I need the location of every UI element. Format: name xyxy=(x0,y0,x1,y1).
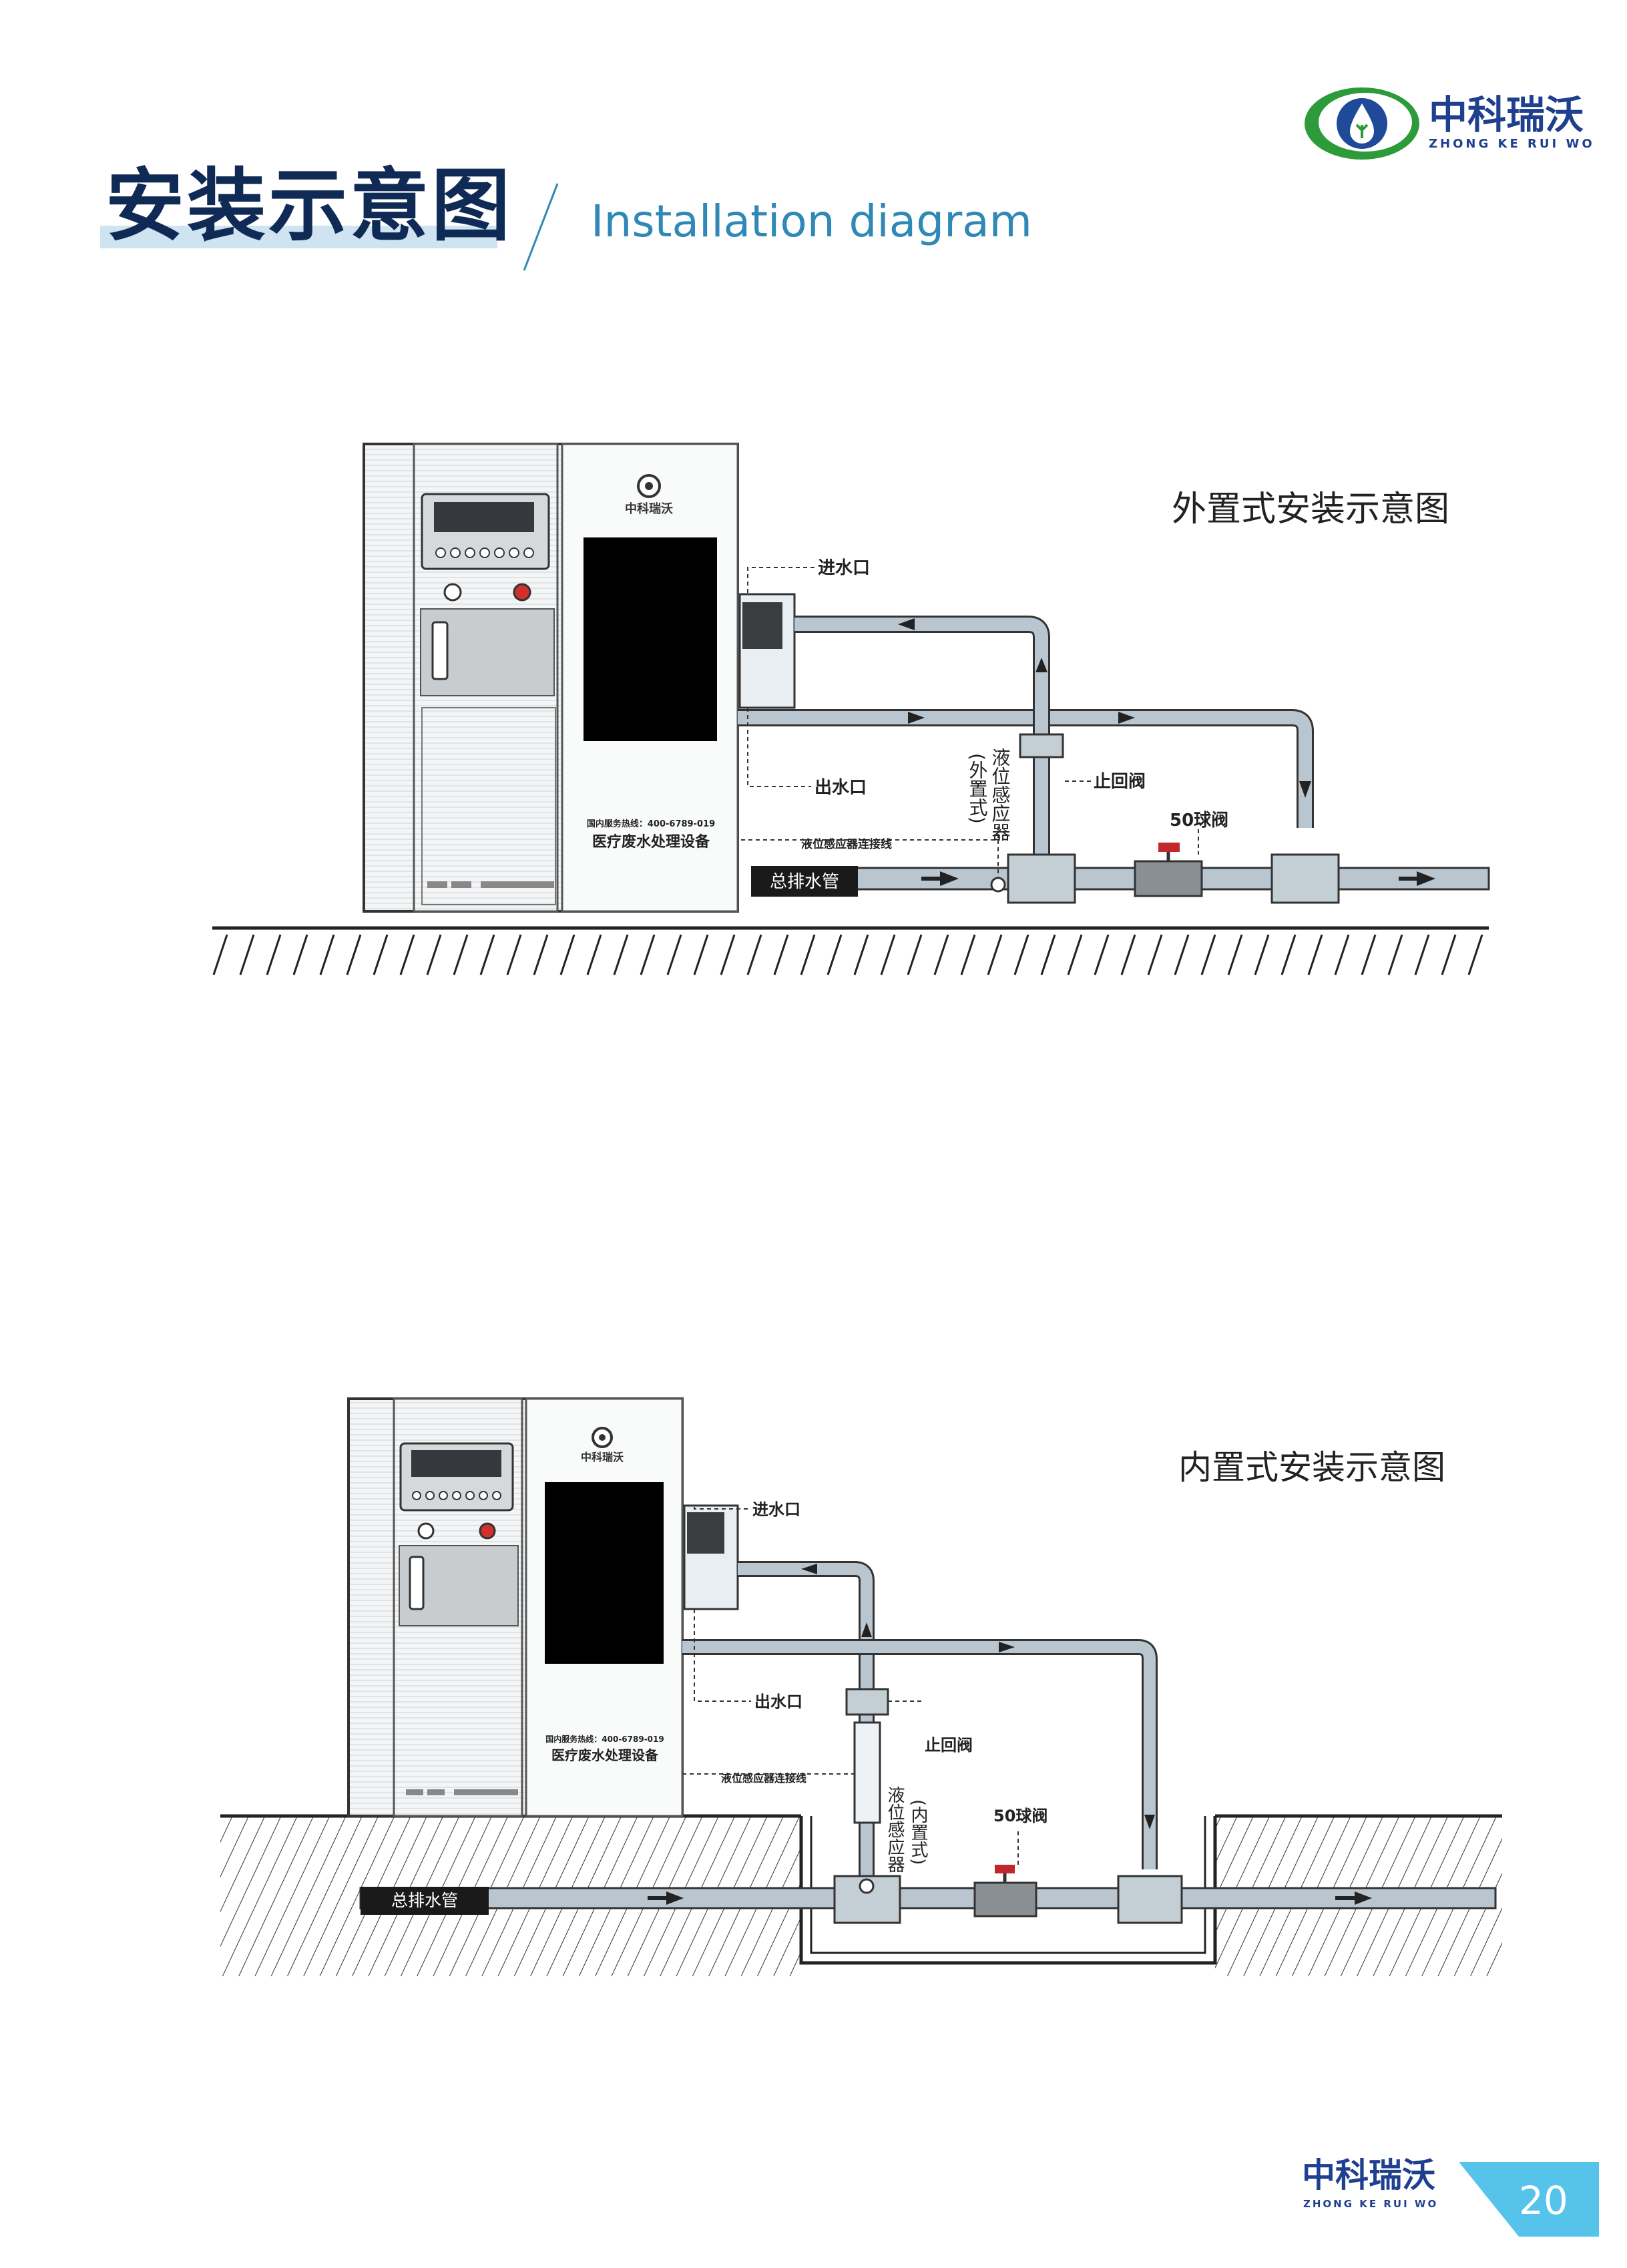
logo-drop-icon xyxy=(1305,87,1419,160)
level-sensor xyxy=(859,1878,875,1894)
arrow-up-icon xyxy=(861,1622,872,1637)
label-inlet: 进水口 xyxy=(752,1500,800,1519)
label-main-drain: 总排水管 xyxy=(391,1891,458,1910)
label-sensor-type: (外置式) xyxy=(967,753,989,824)
arrow-right-icon xyxy=(940,871,959,886)
arrow-right-icon xyxy=(999,1642,1015,1652)
pipes xyxy=(682,1561,1158,1883)
level-sensor-tube xyxy=(853,1721,881,1824)
tee-fitting-2 xyxy=(1270,853,1340,904)
arrow-right-icon xyxy=(666,1891,684,1905)
ball-valve-handle xyxy=(1158,843,1180,852)
label-sensor-cable: 液位感应器连接线 xyxy=(721,1772,806,1785)
page-number: 20 xyxy=(1519,2178,1568,2223)
level-sensor xyxy=(990,877,1006,893)
flow-arrows xyxy=(648,1564,1372,1905)
treatment-machine: 中科瑞沃 国内服务热线：400-6789-019 医疗废水处理设备 xyxy=(347,1397,684,1817)
arrow-down-icon xyxy=(1299,781,1311,798)
page-title: 安装示意图 xyxy=(105,160,513,252)
label-ball-valve: 50球阀 xyxy=(1170,811,1228,831)
footer-logo-subtext: ZHONG KE RUI WO xyxy=(1303,2198,1439,2210)
label-sensor: 液位感应器 xyxy=(989,748,1011,841)
machine-name: 医疗废水处理设备 xyxy=(592,833,710,851)
label-main-drain: 总排水管 xyxy=(770,872,839,892)
title-highlight-bar xyxy=(100,226,497,248)
logo-subtext: ZHONG KE RUI WO xyxy=(1429,137,1595,151)
machine-name: 医疗废水处理设备 xyxy=(551,1747,659,1763)
label-outlet: 出水口 xyxy=(815,778,867,798)
machine-brand: 中科瑞沃 xyxy=(581,1451,624,1463)
flow-arrows xyxy=(898,618,1435,886)
main-drain-tag xyxy=(751,866,858,897)
label-outlet: 出水口 xyxy=(754,1692,802,1711)
arrow-left-icon xyxy=(898,618,915,630)
pipes xyxy=(738,616,1490,891)
main-drain-pipe xyxy=(359,1887,1497,1909)
inlet-pump xyxy=(742,602,782,649)
ball-valve-handle xyxy=(995,1865,1015,1873)
label-sensor-cable: 液位感应器连接线 xyxy=(801,837,892,851)
main-drain-tag xyxy=(361,1887,489,1915)
arrow-right-icon xyxy=(1118,712,1135,724)
machine-hotline: 国内服务热线：400-6789-019 xyxy=(545,1734,664,1744)
arrow-left-icon xyxy=(801,1564,817,1574)
arrow-down-icon xyxy=(1144,1815,1155,1829)
label-ball-valve: 50球阀 xyxy=(993,1807,1048,1825)
leader-lines xyxy=(741,567,1199,878)
leader-lines xyxy=(682,1506,1019,1865)
inlet-pump xyxy=(687,1512,724,1554)
arrow-right-icon xyxy=(1355,1891,1372,1905)
label-sensor: 液位感应器 xyxy=(885,1786,905,1873)
machine-brand: 中科瑞沃 xyxy=(625,501,673,516)
ground-hatch xyxy=(212,934,1483,975)
page-subtitle: Installation diagram xyxy=(591,196,1032,247)
tee-fitting-2 xyxy=(1117,1875,1183,1924)
label-inlet: 进水口 xyxy=(818,558,870,578)
page-number-tab xyxy=(1459,2162,1599,2237)
internal-install-diagram: 中科瑞沃 国内服务热线：400-6789-019 医疗废水处理设备 内置式安装示… xyxy=(220,1397,1502,1976)
label-sensor-type: (内置式) xyxy=(908,1799,928,1865)
arrow-up-icon xyxy=(1035,658,1048,672)
arrow-right-icon xyxy=(908,712,925,724)
check-valve xyxy=(845,1688,889,1716)
logo-text: 中科瑞沃 xyxy=(1429,92,1584,138)
label-check-valve: 止回阀 xyxy=(925,1736,973,1755)
external-install-diagram: 中科瑞沃 国内服务热线：400-6789-019 医疗废水处理设备 xyxy=(212,443,1490,975)
label-check-valve: 止回阀 xyxy=(1094,772,1146,792)
footer-logo-text: 中科瑞沃 xyxy=(1302,2156,1435,2195)
tee-fitting-1 xyxy=(1007,853,1076,904)
arrow-right-icon xyxy=(1417,871,1435,886)
title-divider xyxy=(523,183,559,271)
ball-valve xyxy=(973,1881,1037,1917)
machine-hotline: 国内服务热线：400-6789-019 xyxy=(587,819,715,829)
treatment-machine: 中科瑞沃 国内服务热线：400-6789-019 医疗废水处理设备 xyxy=(363,443,739,913)
diagram-title: 内置式安装示意图 xyxy=(1178,1448,1445,1487)
diagram-title: 外置式安装示意图 xyxy=(1172,489,1449,529)
check-valve xyxy=(1019,733,1064,758)
ball-valve xyxy=(1134,860,1203,897)
